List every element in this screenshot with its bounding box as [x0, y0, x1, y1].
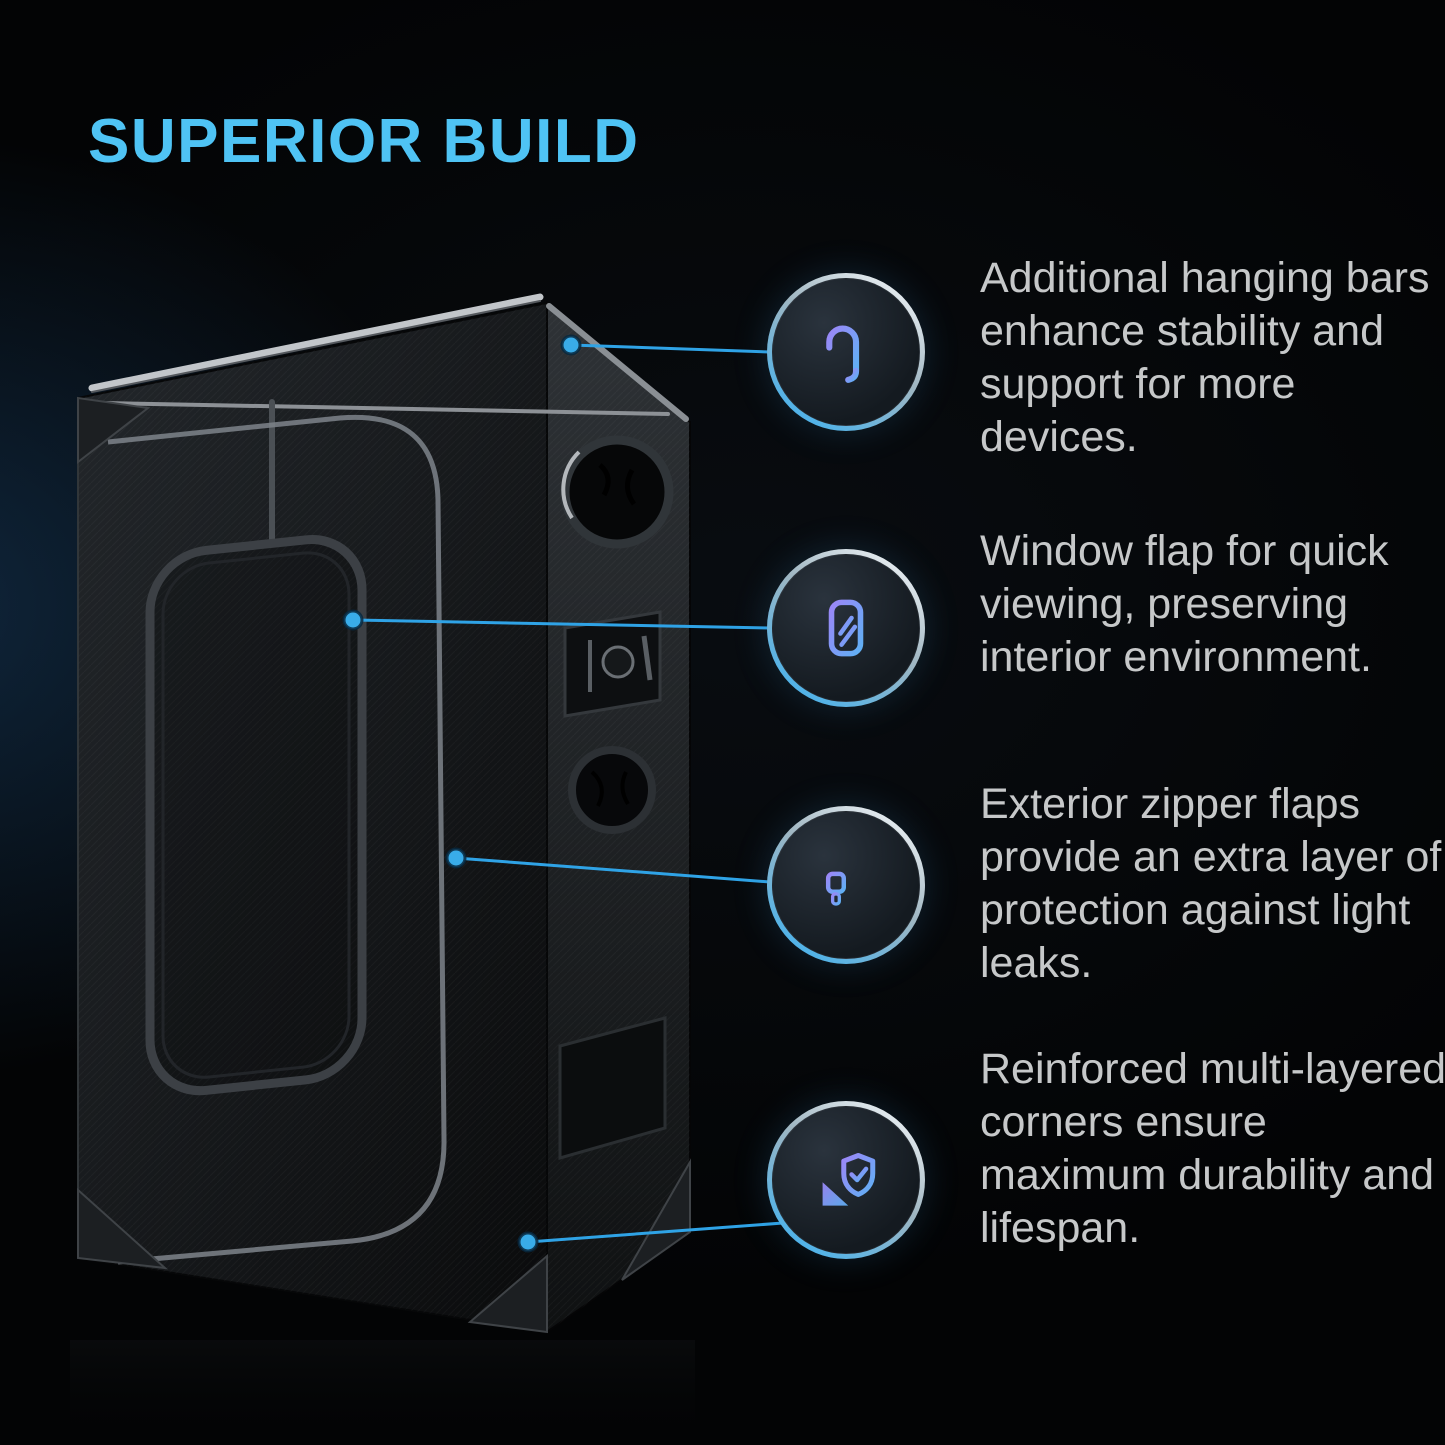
anchor-dot-2 — [342, 609, 364, 631]
tent-front-face — [77, 301, 548, 1334]
badge-inner — [772, 811, 920, 959]
feature-badge-reinforced-corners — [767, 1101, 925, 1259]
connector-line-3 — [455, 856, 771, 884]
badge-inner — [772, 554, 920, 702]
connector-lines — [352, 343, 784, 1244]
feature-text-hanging-bars: Additional hanging bars enhance stabilit… — [980, 254, 1430, 461]
duct-port-top — [560, 435, 674, 549]
hook-icon — [826, 325, 860, 383]
feature-text-reinforced-corners: Reinforced multi-layered corners ensure … — [980, 1045, 1445, 1252]
window-flap-icon — [828, 599, 864, 657]
bottom-vent — [558, 1016, 667, 1160]
connector-line-4 — [527, 1221, 784, 1244]
badge-inner — [772, 278, 920, 426]
connector-dots — [342, 334, 582, 1253]
badge-inner — [772, 1106, 920, 1254]
connector-line-2 — [352, 618, 771, 630]
anchor-dot-1 — [560, 334, 582, 356]
anchor-dot-4 — [517, 1231, 539, 1253]
tool-pouch — [563, 610, 662, 718]
feature-badge-hanging-bars — [767, 273, 925, 431]
feature-text-zipper-flaps: Exterior zipper flaps provide an extra l… — [980, 780, 1442, 987]
shield-corner-icon — [822, 1152, 876, 1206]
feature-badge-window-flap — [767, 549, 925, 707]
feature-badge-zipper-flaps — [767, 806, 925, 964]
hanging-bars — [88, 293, 689, 543]
duct-port-bottom — [568, 746, 656, 834]
feature-text-window-flap: Window flap for quick viewing, preservin… — [980, 527, 1389, 681]
page-title: SUPERIOR BUILD — [88, 107, 640, 176]
anchor-dot-3 — [445, 847, 467, 869]
door-zipper-line — [107, 414, 447, 1265]
reinforced-corners — [77, 396, 691, 1334]
zipper-icon — [825, 854, 877, 916]
window-flap — [145, 535, 367, 1096]
floor-reflection — [70, 1340, 695, 1445]
connector-line-1 — [570, 343, 771, 354]
